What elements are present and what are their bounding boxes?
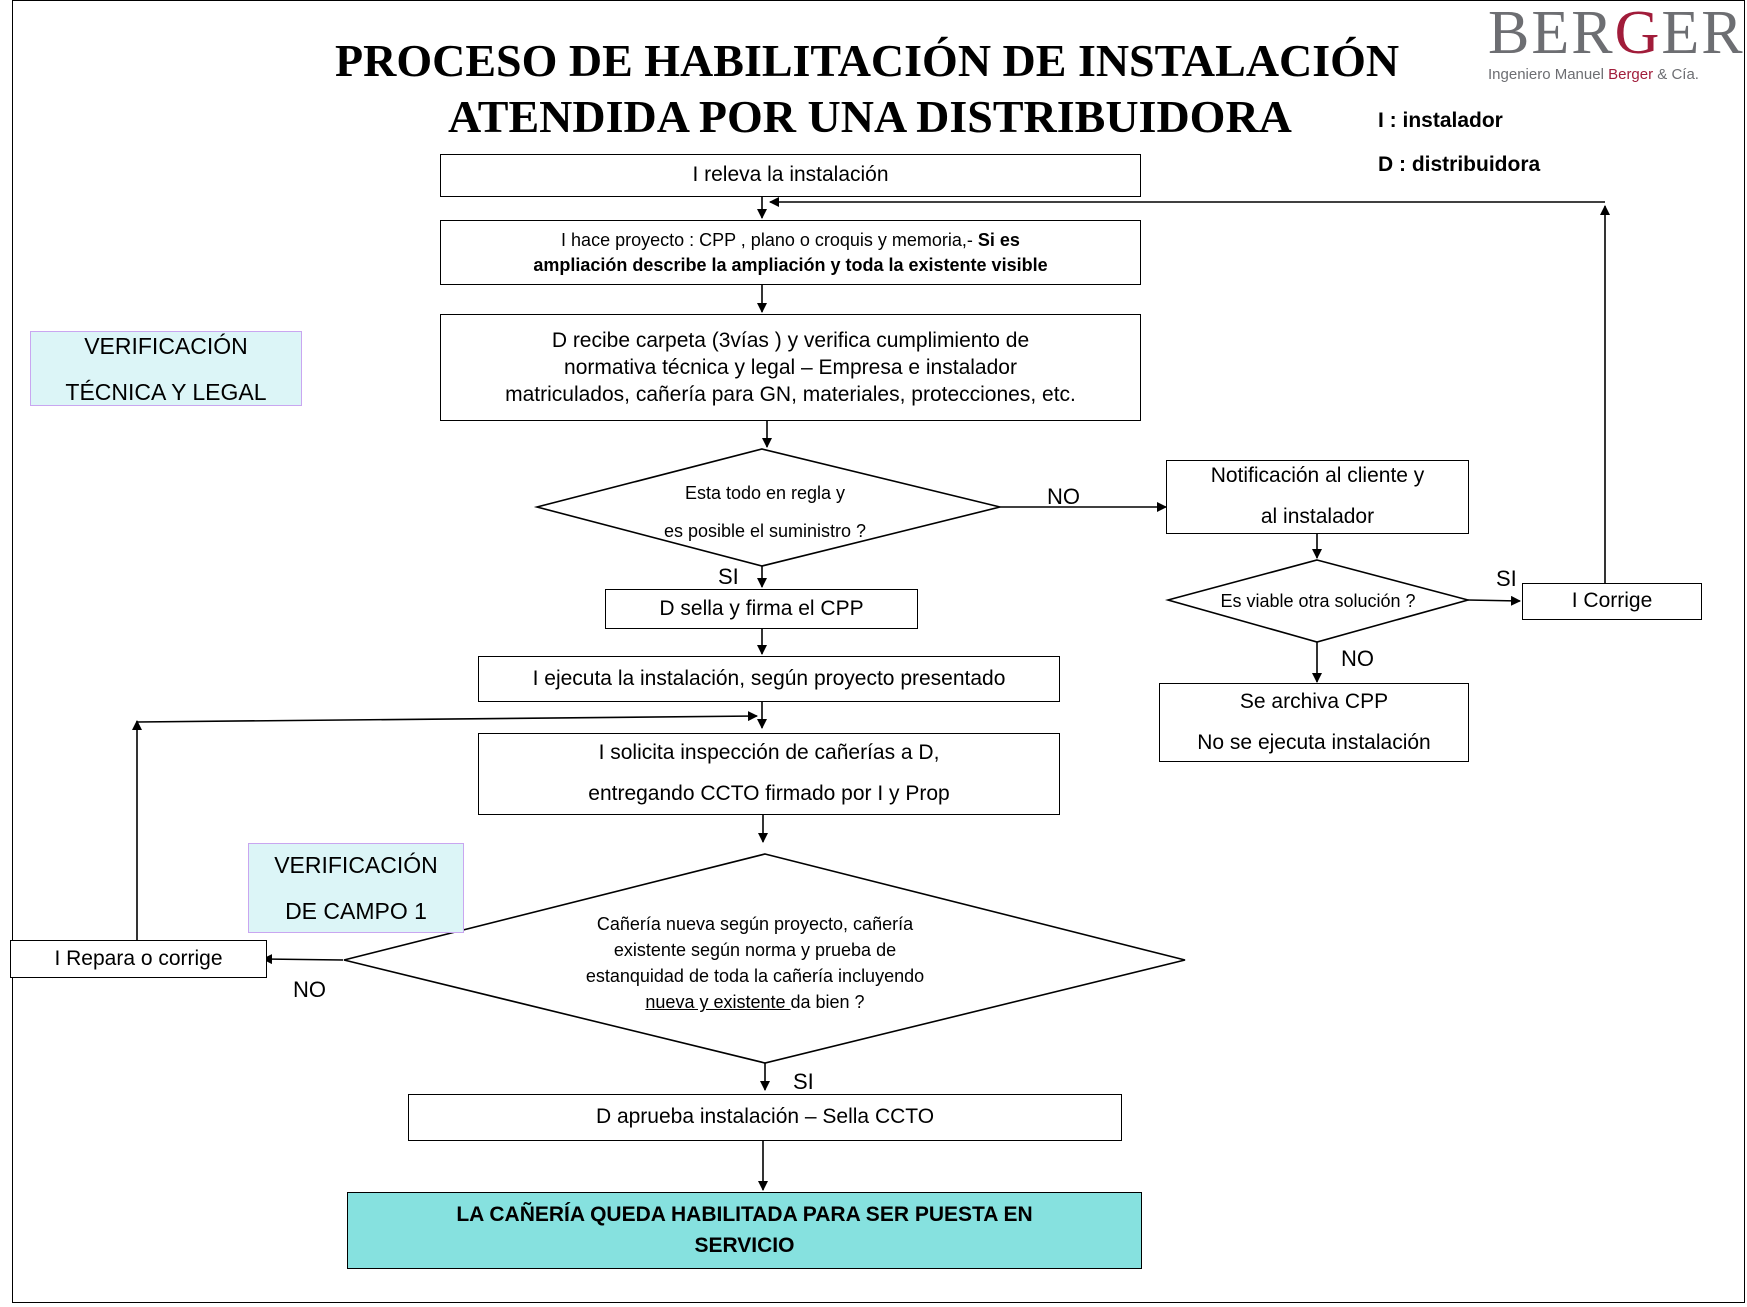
- label-no-caneria: NO: [293, 977, 326, 1002]
- node-text: D recibe carpeta (3vías ) y verifica cum…: [551, 328, 1030, 352]
- berger-logo: BERGER Ingeniero Manuel Berger & Cía.: [1488, 2, 1745, 83]
- verificacion-tecnica-legal-note: VERIFICACIÓN TÉCNICA Y LEGAL: [30, 331, 302, 406]
- loop-repara-right: [136, 711, 758, 723]
- node-final-habilitada: LA CAÑERÍA QUEDA HABILITADA PARA SER PUE…: [347, 1192, 1142, 1269]
- arrow-decision2-no: [262, 954, 344, 965]
- decision-en-regla-diamond: [533, 448, 1001, 567]
- node-text: D sella y firma el CPP: [659, 596, 864, 620]
- label-si-viable: SI: [1496, 566, 1517, 591]
- node-notificacion: Notificación al cliente y al instalador: [1166, 460, 1469, 534]
- title-line-1: PROCESO DE HABILITACIÓN DE INSTALACIÓN: [335, 35, 1400, 86]
- node-text: Se archiva CPP: [1239, 689, 1389, 713]
- node-text: normativa técnica y legal – Empresa e in…: [564, 355, 1017, 379]
- node-repara: I Repara o corrige: [10, 940, 267, 978]
- node-sella-cpp: D sella y firma el CPP: [605, 589, 918, 629]
- page-frame: [12, 0, 1745, 1303]
- note-line: TÉCNICA Y LEGAL: [65, 378, 267, 405]
- node-text: Notificación al cliente y: [1210, 464, 1425, 488]
- node-text: entregando CCTO firmado por I y Prop: [588, 782, 950, 805]
- node-text: I releva la instalación: [692, 163, 889, 187]
- legend-distribuidora: D : distribuidora: [1378, 153, 1541, 176]
- decision-caneria-diamond: [343, 853, 1186, 1064]
- node-proyecto: I hace proyecto : CPP , plano o croquis …: [440, 220, 1141, 285]
- label-no-viable: NO: [1341, 646, 1374, 671]
- decision-caneria-text: Cañería nueva según proyecto, cañería ex…: [585, 914, 925, 1013]
- node-text: al instalador: [1260, 505, 1375, 528]
- label-no-en-regla: NO: [1047, 484, 1080, 509]
- note-line: VERIFICACIÓN: [84, 332, 248, 359]
- node-corrige: I Corrige: [1522, 583, 1702, 620]
- decision-viable-text: Es viable otra solución ?: [1220, 591, 1416, 611]
- node-text: LA CAÑERÍA QUEDA HABILITADA PARA SER PUE…: [456, 1203, 1033, 1227]
- node-text: SERVICIO: [694, 1233, 795, 1257]
- node-text: D aprueba instalación – Sella CCTO: [595, 1105, 935, 1129]
- node-solicita-inspeccion: I solicita inspección de cañerías a D, e…: [478, 733, 1060, 815]
- logo-wordmark: BERGER: [1488, 0, 1745, 67]
- node-text: I ejecuta la instalación, según proyecto…: [532, 666, 1006, 690]
- node-text: No se ejecuta instalación: [1197, 730, 1431, 754]
- node-releva: I releva la instalación: [440, 154, 1141, 197]
- label-si-en-regla: SI: [718, 564, 739, 589]
- decision-en-regla-text: Esta todo en regla y es posible el sumin…: [663, 483, 867, 541]
- legend-instalador: I : instalador: [1378, 109, 1503, 132]
- node-text: I Repara o corrige: [54, 946, 223, 970]
- node-text: I Corrige: [1571, 589, 1653, 613]
- node-recibe-carpeta: D recibe carpeta (3vías ) y verifica cum…: [440, 314, 1141, 421]
- note-line: DE CAMPO 1: [285, 898, 427, 924]
- label-si-caneria: SI: [793, 1069, 814, 1094]
- note-line: VERIFICACIÓN: [274, 852, 438, 878]
- arrow-viable-si: [1467, 595, 1521, 606]
- node-ejecuta: I ejecuta la instalación, según proyecto…: [478, 656, 1060, 702]
- node-aprueba: D aprueba instalación – Sella CCTO: [408, 1094, 1122, 1141]
- verificacion-campo-note: VERIFICACIÓN DE CAMPO 1: [248, 843, 464, 933]
- node-text: matriculados, cañería para GN, materiale…: [505, 383, 1076, 407]
- node-archiva: Se archiva CPP No se ejecuta instalación: [1159, 683, 1469, 762]
- decision-viable-diamond: [1164, 559, 1472, 643]
- title-line-2: ATENDIDA POR UNA DISTRIBUIDORA: [448, 91, 1292, 142]
- node-text: I solicita inspección de cañerías a D,: [598, 741, 940, 765]
- logo-subtitle: Ingeniero Manuel Berger & Cía.: [1488, 66, 1699, 83]
- node-text: I hace proyecto : CPP , plano o croquis …: [533, 230, 1048, 275]
